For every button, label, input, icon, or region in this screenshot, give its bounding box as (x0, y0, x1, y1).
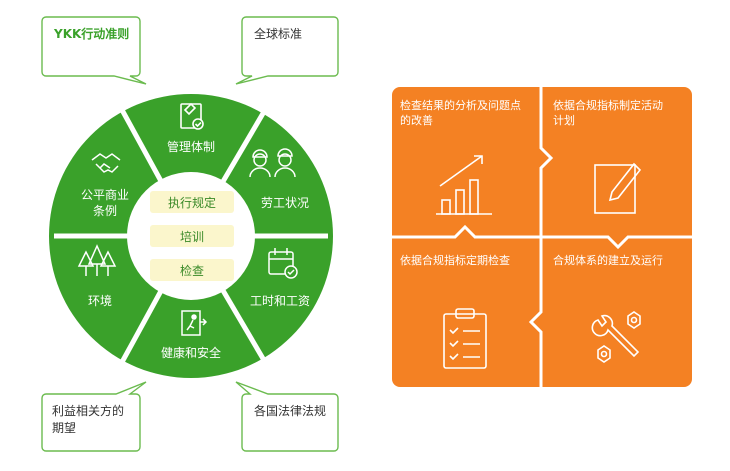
segment-environment: 环境 (77, 244, 117, 308)
segment-hours-label: 工时和工资 (250, 294, 310, 308)
handshake-icon (91, 153, 121, 173)
quadrant-inspection-text: 依据合规指标定期检查 (400, 253, 510, 267)
quadrant-analysis-line2: 的改善 (400, 113, 433, 127)
segment-management-label: 管理体制 (167, 139, 215, 154)
segment-management: 管理体制 (167, 102, 215, 154)
quadrant-system: 合规体系的建立及运行 (553, 253, 663, 363)
callout-top-left-text: YKK行动准则 (53, 26, 129, 41)
center-pill-execute: 执行规定 (150, 191, 234, 213)
callout-bottom-left: 利益相关方的 期望 (41, 381, 147, 452)
callout-top-right: 全球标准 (235, 16, 339, 85)
quadrant-inspection: 依据合规指标定期检查 (400, 253, 510, 369)
checklist-clipboard-icon (443, 308, 487, 369)
segment-labor-label: 劳工状况 (261, 196, 309, 210)
callout-top-left: YKK行动准则 (41, 16, 147, 85)
center-inspection-text: 检查 (180, 263, 204, 278)
segment-labor: 劳工状况 (249, 148, 309, 210)
segment-health: 健康和安全 (161, 310, 221, 360)
center-pill-inspection: 检查 (150, 259, 234, 281)
note-pencil-icon (594, 162, 642, 214)
wheel: 管理体制 劳工状况 工时和工资 (49, 94, 333, 378)
calendar-check-icon (268, 248, 298, 279)
segment-fair-label-2: 条例 (93, 204, 117, 218)
quadrant-analysis-line1: 检查结果的分析及问题点 (400, 98, 521, 112)
quadrant-analysis: 检查结果的分析及问题点 的改善 (400, 98, 521, 215)
quadrant-plan-line2: 计划 (553, 114, 575, 127)
segment-hours: 工时和工资 (250, 248, 310, 308)
center-pill-training: 培训 (150, 225, 234, 247)
callout-bottom-left-line1: 利益相关方的 (52, 403, 124, 418)
center-training-text: 培训 (180, 229, 204, 244)
quadrant-plan: 依据合规指标制定活动 计划 (553, 98, 663, 214)
clipboard-check-icon (180, 102, 204, 130)
workers-icon (249, 148, 296, 178)
quadrant-system-text: 合规体系的建立及运行 (553, 253, 663, 267)
trees-icon (77, 244, 117, 276)
segment-fair-label-1: 公平商业 (81, 187, 129, 202)
cycle-panel: 检查结果的分析及问题点 的改善 依据合规指标制定活动 计划 依据合规指 (392, 87, 692, 387)
callout-bottom-right: 各国法律法规 (235, 381, 339, 452)
exit-door-icon (181, 310, 208, 336)
callout-top-right-text: 全球标准 (254, 26, 302, 41)
segment-environment-label: 环境 (88, 293, 112, 308)
bar-growth-icon (436, 155, 492, 215)
segment-fair-business: 公平商业 条例 (81, 153, 129, 218)
callout-bottom-left-line2: 期望 (52, 421, 76, 435)
segment-health-label: 健康和安全 (161, 345, 221, 360)
quadrant-plan-line1: 依据合规指标制定活动 (553, 98, 663, 112)
callout-bottom-right-text: 各国法律法规 (254, 403, 326, 418)
tools-icon (591, 311, 641, 363)
center-execute-text: 执行规定 (168, 195, 216, 210)
